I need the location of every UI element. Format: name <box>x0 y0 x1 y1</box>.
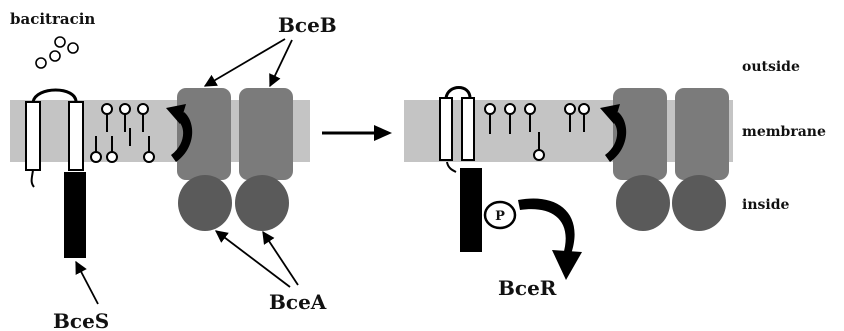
bces-tm-helix-1-right <box>439 97 453 161</box>
bacitracin-molecule <box>54 36 66 48</box>
bces-extracellular-loop <box>31 88 78 103</box>
lipid-head <box>106 151 118 163</box>
right-panel: P BceR outside membrane inside <box>404 59 826 300</box>
bces-extracellular-loop-right <box>444 86 472 99</box>
bces-tm-helix-2 <box>68 101 84 171</box>
bcea-pointer-1 <box>214 230 291 288</box>
bces-sensor-left <box>25 88 86 258</box>
bceb-subunit-1-right <box>613 88 667 180</box>
bcea-subunit-2-right <box>672 175 726 231</box>
bces-n-terminal-tail-right <box>446 161 457 173</box>
bcea-subunit-1-right <box>616 175 670 231</box>
bceb-pointer-2 <box>269 39 293 88</box>
bacitracin-molecules <box>35 36 79 69</box>
bces-n-terminal-tail <box>30 169 35 188</box>
left-panel: bacitracin BceB BceA BceS <box>10 10 337 331</box>
lipid-head <box>137 103 149 115</box>
bacitracin-molecule <box>35 57 47 69</box>
curved-arrow-head <box>600 104 620 124</box>
bces-sensor-right <box>439 86 482 252</box>
lipid-head <box>504 103 516 115</box>
bcea-subunit-2-left <box>235 175 289 231</box>
lipid-head <box>90 151 102 163</box>
bceb-subunit-1-left <box>177 88 231 180</box>
phosphate-group <box>483 200 517 230</box>
lipid-head <box>143 151 155 163</box>
lipids-left <box>90 103 155 163</box>
phosphotransfer-arrow-head <box>552 250 582 280</box>
bcea-label: BceA <box>269 290 327 314</box>
bces-kinase-domain <box>64 172 86 258</box>
outside-label: outside <box>742 59 800 75</box>
bcer-label: BceR <box>498 276 557 300</box>
bces-kinase-domain-right <box>460 168 482 252</box>
lipid-head <box>524 103 536 115</box>
lipid-head <box>484 103 496 115</box>
lipid-head <box>564 103 576 115</box>
curved-arrow-icon <box>171 112 193 162</box>
bcea-subunit-1-left <box>178 175 232 231</box>
membrane-label: membrane <box>742 124 826 140</box>
phosphate-label: P <box>495 209 505 224</box>
curved-arrow-icon <box>605 112 627 162</box>
lipids-right <box>484 103 590 161</box>
bacitracin-label: bacitracin <box>10 10 95 28</box>
bceb-subunit-2-right <box>675 88 729 180</box>
bceb-label: BceB <box>278 13 337 37</box>
bces-tm-helix-2-right <box>461 97 475 161</box>
phosphotransfer-arrow-icon <box>518 198 575 262</box>
bces-tm-helix-1 <box>25 101 41 171</box>
transition-arrow <box>322 125 392 141</box>
bacitracin-molecule <box>49 50 61 62</box>
bces-label: BceS <box>53 309 109 331</box>
bceb-subunit-2-left <box>239 88 293 180</box>
bceb-pointer-1 <box>203 38 286 87</box>
curved-arrow-head <box>166 104 186 124</box>
label-pointers-left <box>75 38 299 305</box>
bces-pointer <box>75 260 99 305</box>
lipid-head <box>578 103 590 115</box>
lipid-head <box>101 103 113 115</box>
bacitracin-molecule <box>67 42 79 54</box>
lipid-head <box>533 149 545 161</box>
inside-label: inside <box>742 197 789 213</box>
lipid-head <box>119 103 131 115</box>
bcea-pointer-2 <box>262 230 299 286</box>
